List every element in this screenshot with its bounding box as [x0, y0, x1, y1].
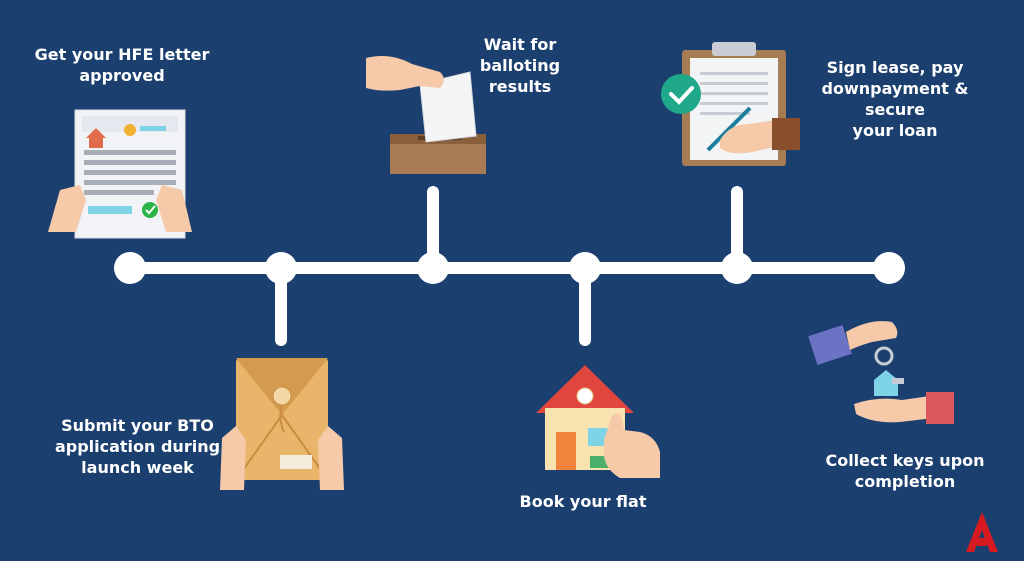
step-5-label: Sign lease, pay downpayment & secure you…	[821, 58, 969, 140]
step-3-label: Wait for balloting results	[479, 35, 561, 96]
connector-step-3	[427, 186, 439, 268]
timeline-node-4	[569, 252, 601, 284]
timeline-node-5	[721, 252, 753, 284]
timeline-node-6	[873, 252, 905, 284]
keys-icon	[808, 321, 954, 424]
step-2-label: Submit your BTO application during launc…	[54, 416, 221, 477]
house-icon	[536, 365, 660, 478]
ballot-box-icon	[366, 56, 486, 174]
clipboard-icon	[661, 42, 800, 166]
connector-step-2	[275, 268, 287, 346]
timeline-node-2	[265, 252, 297, 284]
step-4-label: Book your flat	[519, 492, 647, 511]
connector-step-5	[731, 186, 743, 268]
timeline-node-1	[114, 252, 146, 284]
step-1-label: Get your HFE letter approved	[34, 45, 210, 85]
document-icon	[48, 109, 192, 239]
timeline-node-3	[417, 252, 449, 284]
brand-logo-icon	[966, 512, 998, 552]
connector-step-4	[579, 268, 591, 346]
step-6-label: Collect keys upon completion	[825, 451, 985, 491]
envelope-icon	[220, 358, 344, 490]
